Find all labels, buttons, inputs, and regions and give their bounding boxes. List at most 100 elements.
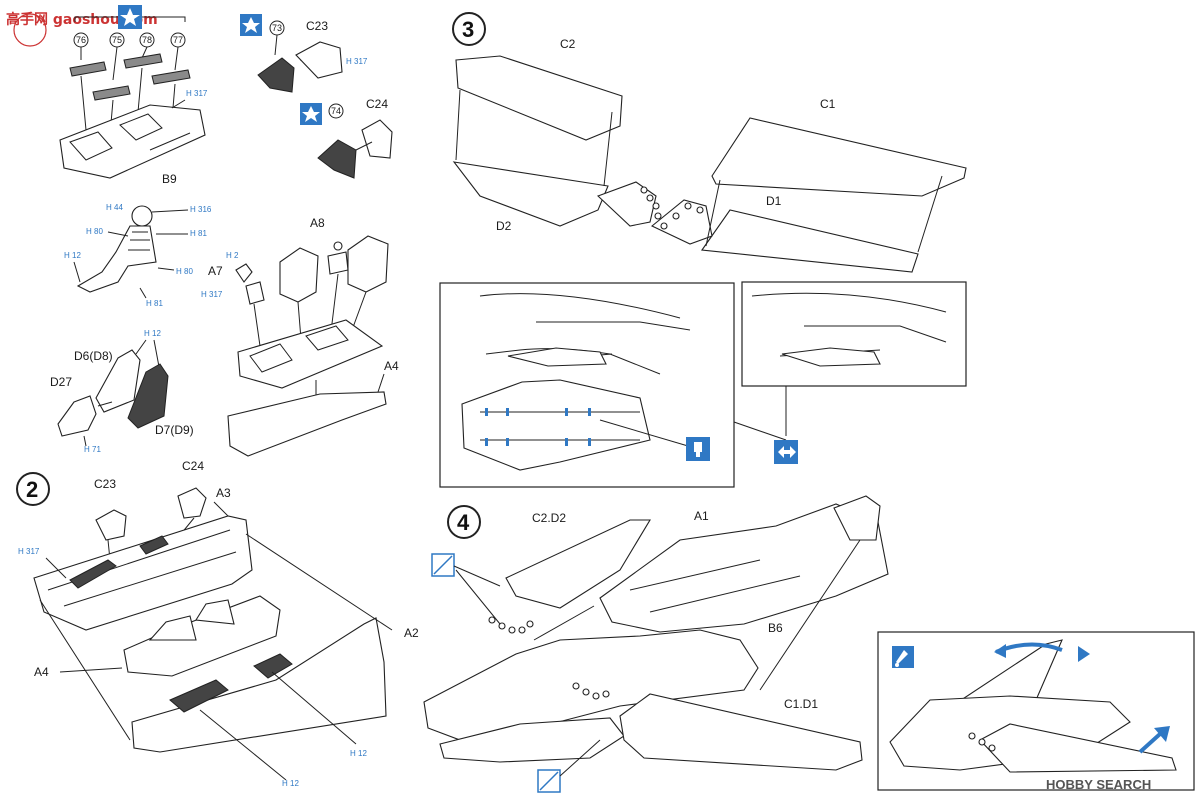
part-label-d7: D7(D9)	[155, 423, 194, 437]
panel-c23-decal	[257, 57, 295, 93]
part-label-a4: A4	[384, 359, 399, 373]
color-callout: H 317	[18, 547, 40, 556]
pivot-beads	[640, 186, 704, 230]
color-callout: H 317	[186, 89, 208, 98]
part-d27	[57, 395, 97, 437]
engine-nozzle-upper	[833, 495, 881, 541]
pivot-beads-inset	[968, 732, 996, 752]
part-label-a7: A7	[208, 264, 223, 278]
step-2-fuselage-assembly: 2 C23 C24 A3 H 317 A4 A2 H 12 H 12	[16, 459, 419, 788]
panel-c23	[295, 41, 343, 79]
part-label-a1: A1	[694, 509, 709, 523]
decal-number: 78	[142, 35, 152, 45]
sweep-arrow-back	[1138, 732, 1162, 754]
fuselage-nose-section	[439, 717, 625, 763]
sidewall-a2	[169, 679, 229, 713]
pivot-beads-step4	[488, 616, 534, 634]
color-callout: H 12	[64, 251, 81, 260]
part-a7	[235, 263, 253, 283]
ejection-seat-front	[279, 247, 319, 303]
decal-number: 77	[173, 35, 183, 45]
color-callout: H 2	[226, 251, 239, 260]
part-label-d2: D2	[496, 219, 512, 233]
part-c24	[177, 487, 207, 519]
part-label-c23: C23	[94, 477, 116, 491]
decal-callout: 76 75 78 77	[73, 32, 186, 48]
instrument-panel-decal	[151, 69, 191, 85]
part-d7	[127, 363, 169, 429]
part-d6	[95, 349, 141, 413]
pilot-figure	[76, 205, 157, 293]
part-label-c24: C24	[182, 459, 204, 473]
fuselage-half-a3	[33, 515, 253, 631]
part-a4-floor	[227, 391, 387, 457]
step-number: 4	[457, 510, 470, 535]
watermark-bottom-right: HOBBY SEARCH	[1046, 777, 1151, 792]
instrument-panel-decal	[92, 85, 131, 101]
part-label-c2d2: C2.D2	[532, 511, 566, 525]
part-label-a2: A2	[404, 626, 419, 640]
decal-number: 75	[112, 35, 122, 45]
missile-pod-inset	[507, 347, 607, 367]
part-label-c2: C2	[560, 37, 576, 51]
part-label-c1d1: C1.D1	[784, 697, 818, 711]
part-label-a3: A3	[216, 486, 231, 500]
decal-number: 73	[272, 23, 282, 33]
decal-number: 76	[76, 35, 86, 45]
color-callout: H 12	[350, 749, 367, 758]
color-callout: H 81	[146, 299, 163, 308]
color-callout: H 317	[346, 57, 368, 66]
pin-markers	[485, 408, 591, 446]
fuselage-half-a2	[131, 617, 387, 753]
instrument-panel-decal	[123, 53, 163, 69]
color-callout: H 80	[176, 267, 193, 276]
step-1-cockpit-assembly: 76 75 78 77 B9 H 317 73 C23 H 317	[50, 5, 399, 457]
part-label-d27: D27	[50, 375, 72, 389]
color-callout: H 12	[144, 329, 161, 338]
step-number: 3	[462, 17, 474, 42]
color-callout: H 81	[190, 229, 207, 238]
part-label-c23: C23	[306, 19, 328, 33]
wing-lower-d1	[701, 209, 919, 273]
step-4-wing-install: 4 C2.D2 A1 B6 C1.D1	[423, 495, 1195, 793]
color-callout: H 316	[190, 205, 212, 214]
panel-c24-decal	[317, 139, 357, 179]
cockpit-tub-assembly	[237, 319, 384, 389]
color-callout: H 80	[86, 227, 103, 236]
panel-c24	[361, 119, 393, 159]
part-label-d6: D6(D8)	[74, 349, 113, 363]
wing-swept-inset	[979, 723, 1177, 773]
color-callout: H 71	[84, 445, 101, 454]
wing-c1d1	[619, 693, 863, 771]
decal-number: 74	[331, 106, 341, 116]
part-label-c24: C24	[366, 97, 388, 111]
missile-inset-right	[781, 347, 881, 367]
part-a8	[327, 251, 349, 275]
instrument-panel-decal	[69, 61, 107, 77]
cockpit-sidewall-a3	[69, 559, 117, 589]
part-label-b9: B9	[162, 172, 177, 186]
part-label-a4: A4	[34, 665, 49, 679]
star-icon-shape	[120, 8, 140, 26]
wing-lower-d2	[452, 161, 609, 227]
detail-inset-right	[741, 281, 967, 387]
part-c23	[95, 509, 127, 541]
wing-c2d2	[505, 519, 651, 609]
wing-upper-c2	[455, 55, 623, 141]
part-label-b6: B6	[768, 621, 783, 635]
upper-fuselage-a1	[599, 503, 889, 633]
part-label-c1: C1	[820, 97, 836, 111]
part-label-d1: D1	[766, 194, 782, 208]
wing-underside-inset	[461, 379, 651, 471]
color-callout: H 317	[201, 290, 223, 299]
step-number: 2	[26, 477, 38, 502]
wing-upper-c1	[711, 117, 967, 197]
ejection-seat-rear	[347, 235, 389, 293]
wing-pivot-left	[596, 181, 657, 227]
pivot-beads-lower	[572, 682, 610, 700]
wing-pivot-right	[650, 199, 713, 245]
color-callout: H 44	[106, 203, 123, 212]
part-label-a8: A8	[310, 216, 325, 230]
cockpit-tub-b9	[59, 104, 206, 179]
